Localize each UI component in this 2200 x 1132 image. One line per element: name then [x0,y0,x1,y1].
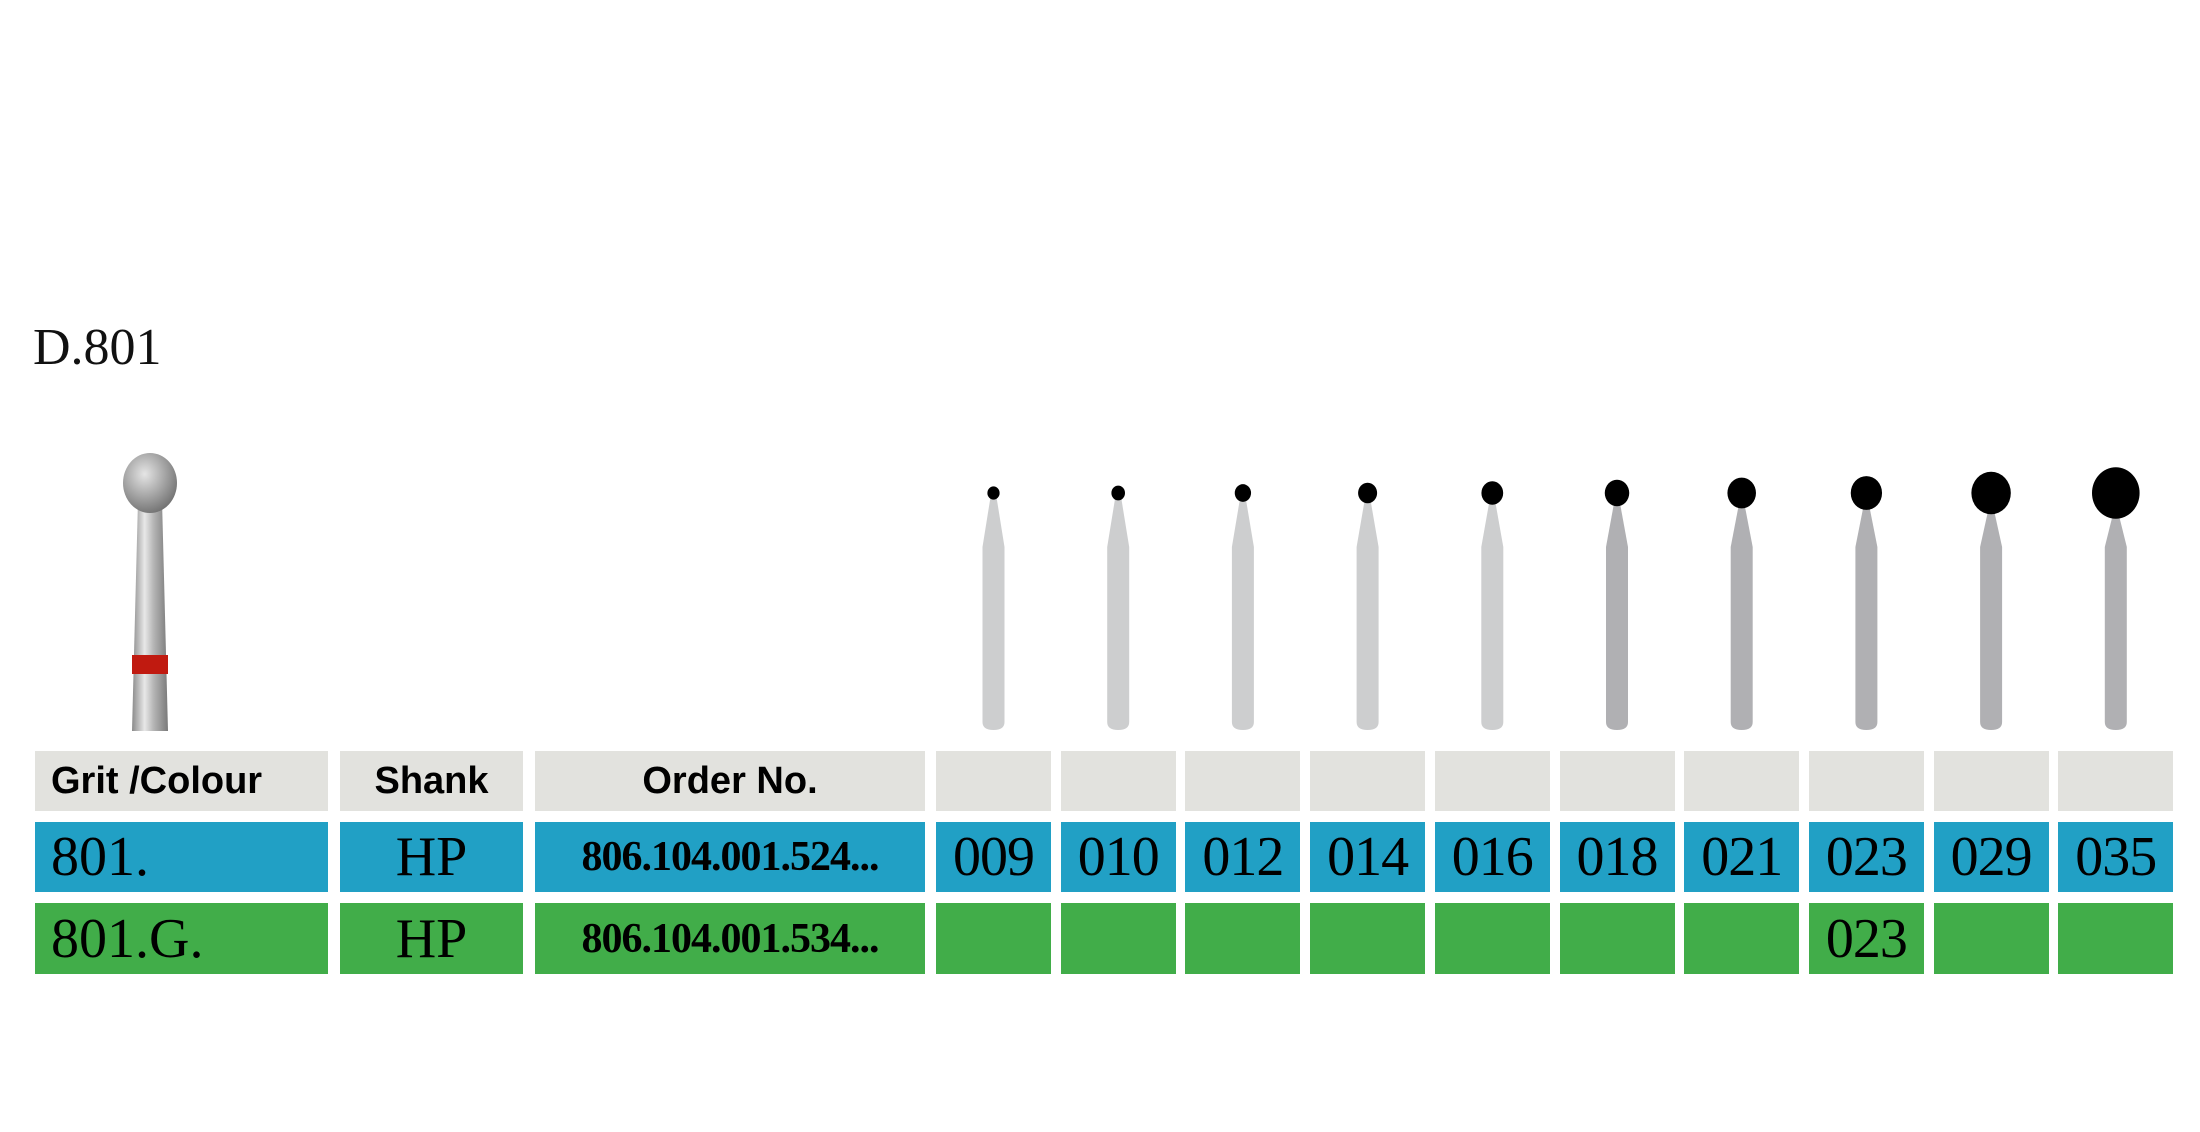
bur-head [1234,484,1252,502]
bur-head [1971,471,2011,515]
size-cell-801-009[interactable]: 009 [936,822,1051,892]
bur-size-014 [1356,482,1379,730]
size-cell-801g-023[interactable]: 023 [1808,903,1924,974]
bur-head [1727,477,1756,509]
row-801-shank: HP [340,822,523,892]
bur-shank [1855,506,1878,730]
row-801-order-no[interactable]: 806.104.001.524... [535,822,925,892]
bur-head [1850,476,1883,510]
size-cell-801-012[interactable]: 012 [1185,822,1301,892]
header-size-021 [1684,751,1800,811]
bur-shank [1107,497,1130,730]
bur-head [987,486,1000,500]
size-cell-801-021[interactable]: 021 [1684,822,1800,892]
bur-shank [1481,501,1504,730]
main-bur-shank [132,500,168,731]
bur-size-023 [1850,476,1883,730]
bur-size-010 [1107,485,1130,730]
header-size-023 [1808,751,1924,811]
header-size-012 [1185,751,1301,811]
header-size-014 [1310,751,1426,811]
bur-head [1604,479,1630,507]
bur-head [2092,467,2140,519]
header-order-no: Order No. [535,751,925,811]
bur-size-018 [1604,479,1630,730]
size-cell-801-029[interactable]: 029 [1933,822,2049,892]
size-cell-801-035[interactable]: 035 [2058,822,2174,892]
bur-shank [1980,510,2003,730]
row-801g-order-no[interactable]: 806.104.001.534... [535,903,925,974]
size-cell-801-014[interactable]: 014 [1310,822,1426,892]
size-cell-801g-029 [1933,903,2049,974]
size-cell-801g-012 [1185,903,1301,974]
bur-shank [1356,500,1379,730]
size-cell-801g-035 [2058,903,2174,974]
bur-shank [1231,499,1254,730]
bur-shank [982,497,1005,730]
size-cell-801-018[interactable]: 018 [1559,822,1675,892]
main-bur-diamond-head [123,453,177,513]
row-801-grit: 801. [35,822,328,892]
main-bur-image [123,453,177,731]
bur-size-016 [1481,481,1504,730]
size-cell-801g-021 [1684,903,1800,974]
header-size-010 [1060,751,1176,811]
header-grit-colour: Grit /Colour [35,751,328,811]
header-size-018 [1559,751,1675,811]
bur-size-021 [1727,477,1756,730]
bur-shank [1730,505,1753,730]
bur-shank [2104,514,2127,730]
bur-shank [1606,503,1628,730]
size-cell-801g-009 [936,903,1051,974]
size-cell-801g-010 [1060,903,1176,974]
header-size-009 [936,751,1051,811]
bur-illustrations [123,453,2140,731]
size-cell-801g-018 [1559,903,1675,974]
bur-head [1358,482,1378,504]
row-801g-grit: 801.G. [35,903,328,974]
bur-size-035 [2092,467,2140,730]
row-801g-shank: HP [340,903,523,974]
bur-head [1111,485,1125,501]
size-cell-801-023[interactable]: 023 [1808,822,1924,892]
header-size-029 [1933,751,2049,811]
size-cell-801g-016 [1434,903,1550,974]
header-size-035 [2058,751,2174,811]
size-cell-801-016[interactable]: 016 [1434,822,1550,892]
bur-size-029 [1971,471,2011,730]
bur-size-009 [982,486,1005,730]
size-cell-801-010[interactable]: 010 [1060,822,1176,892]
main-bur-red-band [132,655,168,674]
bur-size-012 [1231,484,1254,730]
size-cell-801g-014 [1310,903,1426,974]
bur-head [1481,481,1504,505]
header-shank: Shank [340,751,523,811]
header-size-016 [1434,751,1550,811]
product-title: D.801 [33,319,162,376]
